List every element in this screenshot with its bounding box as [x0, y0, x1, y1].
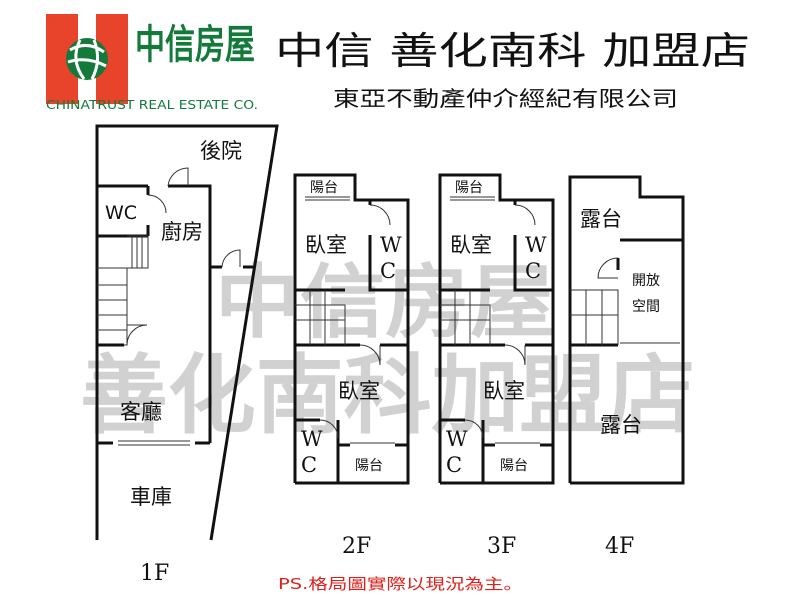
- floor-2f: 陽台 臥室 W C 臥室 W C 陽台 2F: [293, 173, 410, 559]
- floor-label-4f: 4F: [605, 534, 634, 559]
- room-wc-c: C: [446, 453, 462, 477]
- floor-label-2f: 2F: [342, 534, 371, 559]
- company-logo: 中信房屋 CHINATRUST REAL ESTATE CO.: [46, 14, 258, 112]
- company-subtitle: 東亞不動產仲介經紀有限公司: [333, 87, 678, 111]
- room-wc-c: C: [380, 259, 396, 283]
- room-terrace: 露台: [580, 207, 622, 231]
- room-wc-w: W: [380, 233, 402, 257]
- room-open-space-line2: 空間: [632, 299, 660, 315]
- floor-label-1f: 1F: [140, 561, 169, 586]
- room-kitchen: 廚房: [161, 220, 203, 244]
- floor-4f: 露台 開放 空間 露台 4F: [568, 175, 685, 559]
- room-wc-c: C: [301, 453, 317, 477]
- room-balcony: 陽台: [500, 458, 528, 474]
- room-bedroom: 臥室: [338, 379, 380, 403]
- room-wc: WC: [105, 202, 137, 224]
- floor-1f: 後院 WC 廚房 客廳 車庫 1F: [95, 124, 279, 586]
- room-bedroom: 臥室: [483, 379, 525, 403]
- watermark-line2: 善化南科加盟店: [80, 346, 695, 446]
- room-wc-w: W: [301, 427, 323, 451]
- room-backyard: 後院: [200, 139, 242, 163]
- room-terrace: 露台: [600, 413, 642, 437]
- room-wc-w: W: [525, 233, 547, 257]
- floor-3f: 陽台 臥室 W C 臥室 W C 陽台 3F: [438, 173, 555, 559]
- room-wc-c: C: [525, 259, 541, 283]
- room-living: 客廳: [120, 400, 162, 424]
- room-balcony: 陽台: [455, 180, 483, 196]
- footer-note: PS.格局圖實際以現況為主。: [278, 575, 523, 593]
- room-balcony: 陽台: [310, 180, 338, 196]
- room-bedroom: 臥室: [305, 233, 347, 257]
- room-balcony: 陽台: [355, 458, 383, 474]
- watermark-line1: 中信房屋: [215, 256, 555, 349]
- page-title: 中信 善化南科 加盟店: [275, 29, 750, 73]
- logo-english-text: CHINATRUST REAL ESTATE CO.: [46, 98, 258, 112]
- room-bedroom: 臥室: [450, 233, 492, 257]
- logo-chinese-text: 中信房屋: [135, 22, 255, 68]
- room-open-space-line1: 開放: [632, 273, 660, 289]
- room-wc-w: W: [446, 427, 468, 451]
- room-garage: 車庫: [130, 485, 172, 509]
- floor-label-3f: 3F: [487, 534, 516, 559]
